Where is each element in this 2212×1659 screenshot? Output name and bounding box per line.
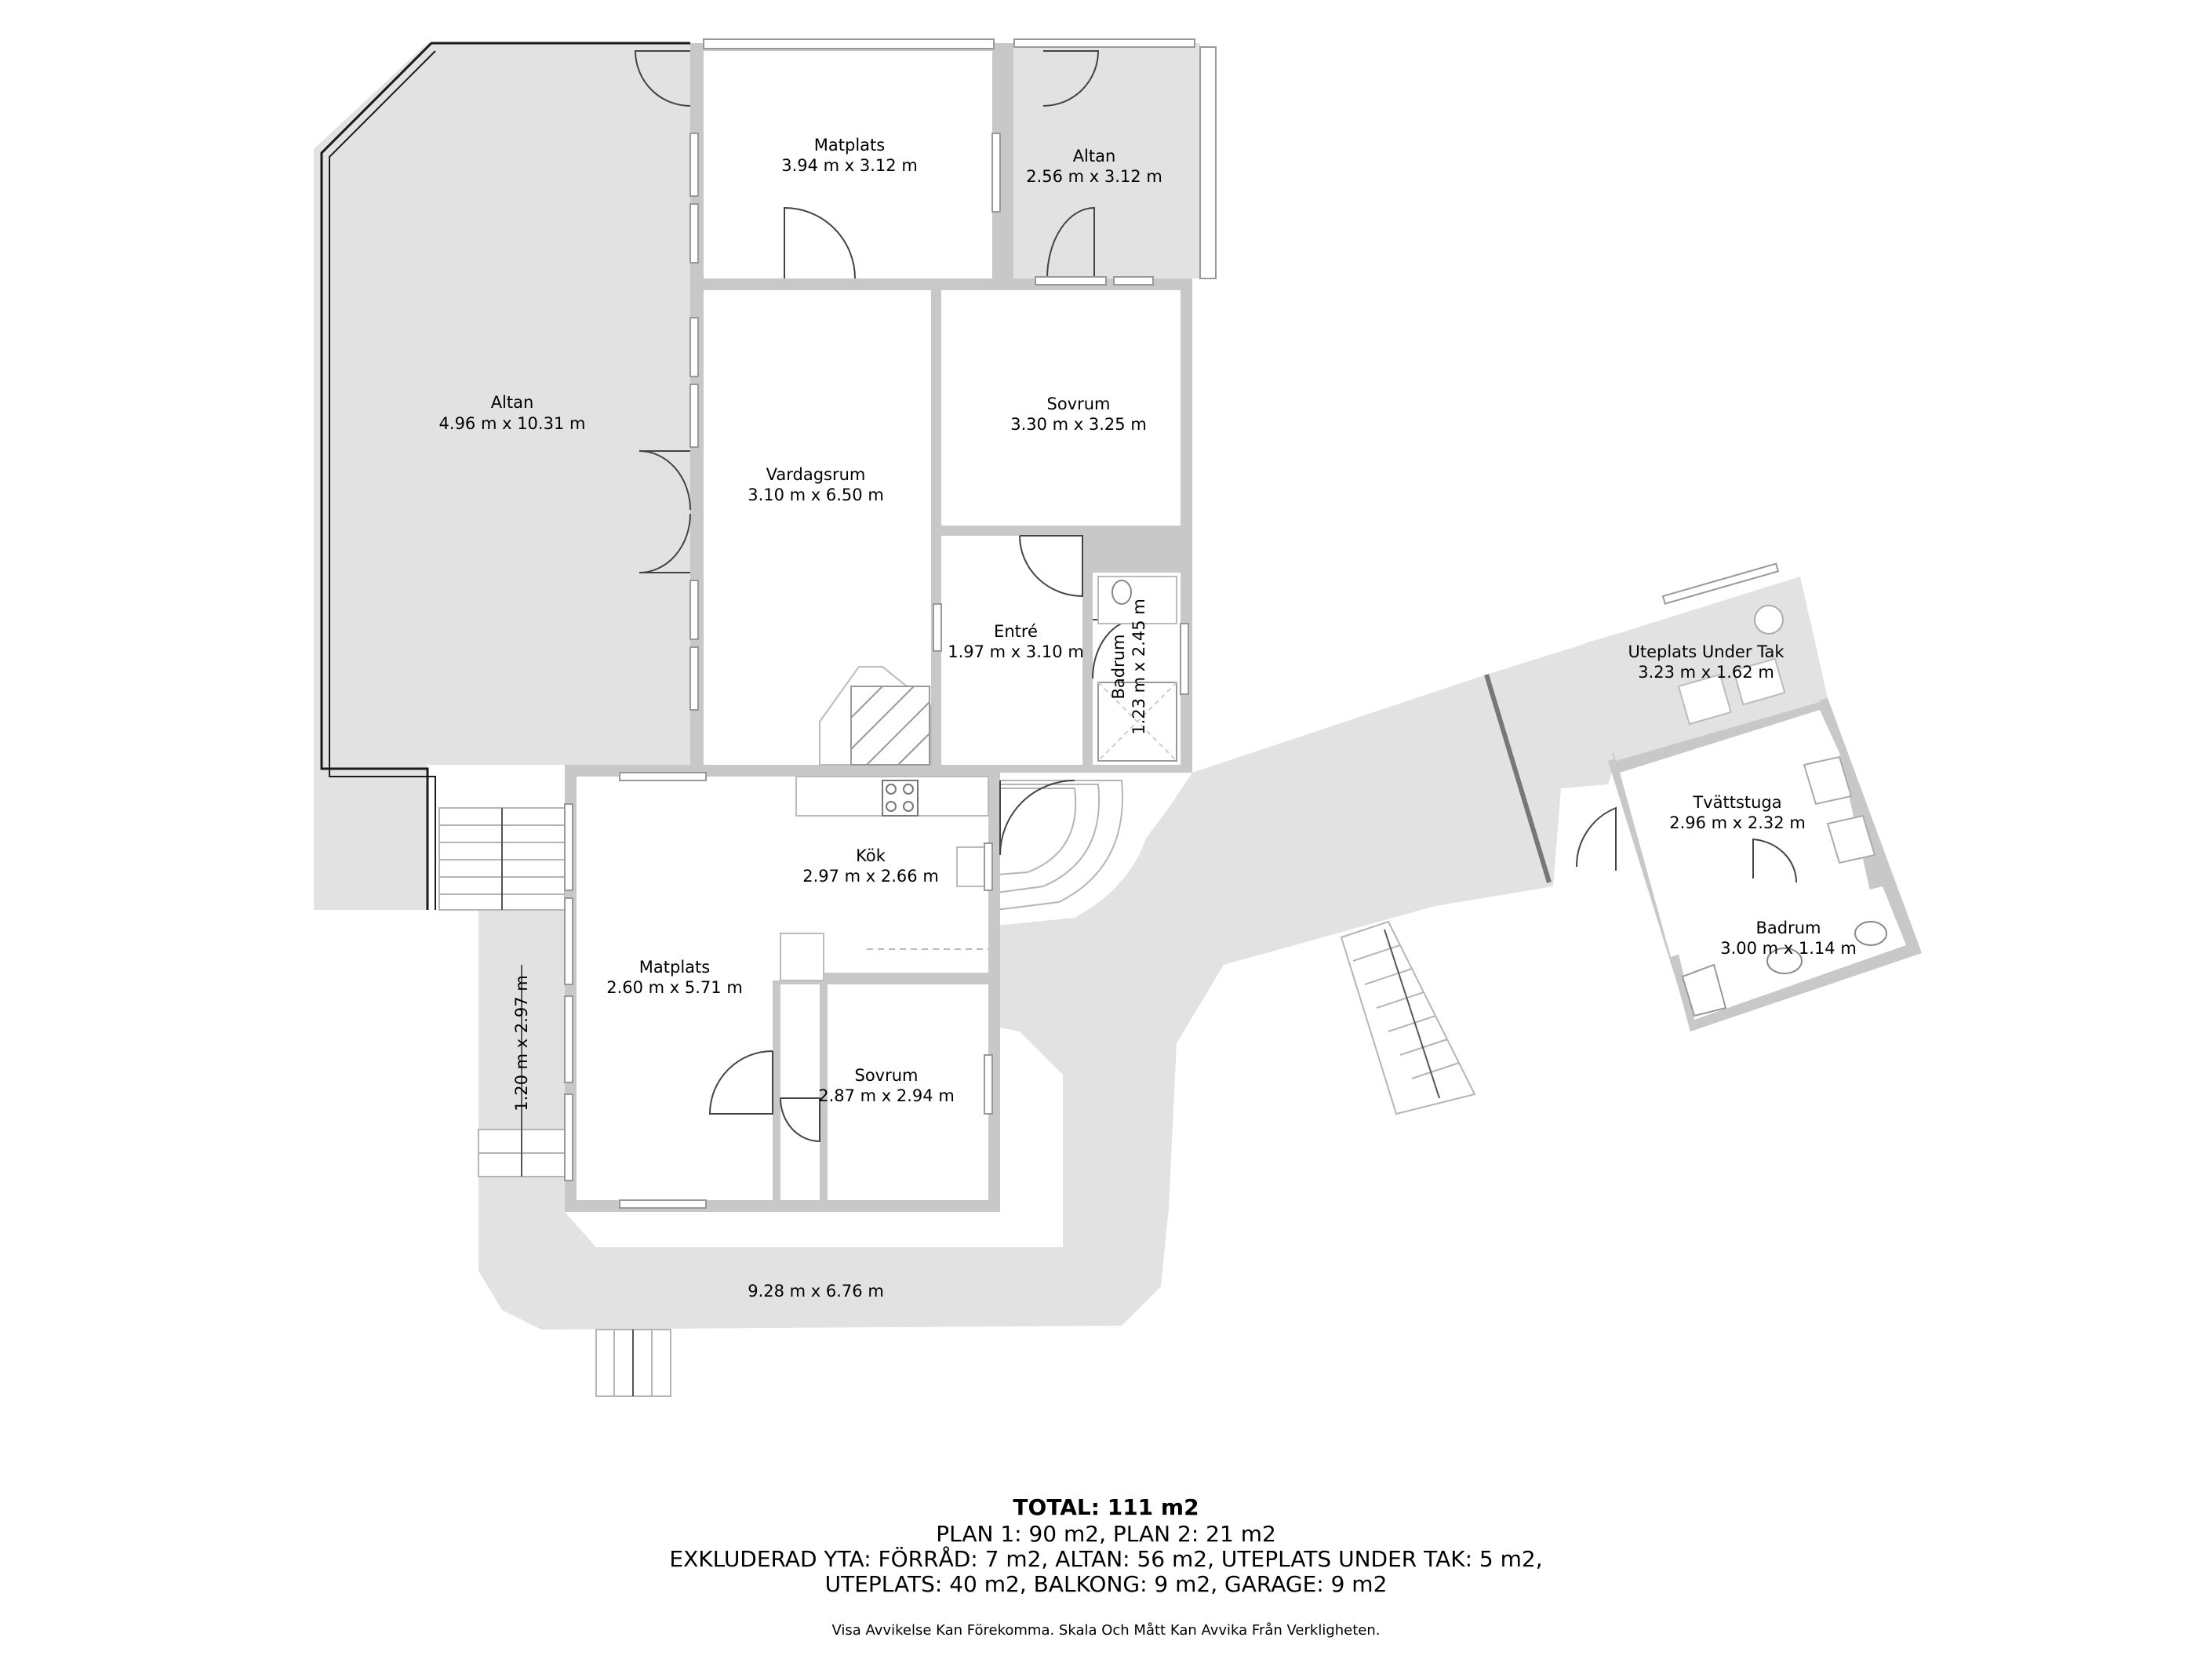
label-tvattstuga-name: Tvättstuga bbox=[1692, 793, 1781, 812]
label-tvattstuga-size: 2.96 m x 2.32 m bbox=[1669, 813, 1806, 832]
label-badrum-small-size: 1.23 m x 2.45 m bbox=[1130, 598, 1148, 735]
label-sovrum-top-name: Sovrum bbox=[1046, 395, 1110, 413]
room-altan-top bbox=[1013, 51, 1194, 278]
room-matplats-bottom bbox=[577, 777, 773, 1200]
label-sovrum-bottom-size: 2.87 m x 2.94 m bbox=[818, 1086, 955, 1105]
label-kok-size: 2.97 m x 2.66 m bbox=[802, 867, 939, 886]
footer-total: TOTAL: 111 m2 bbox=[1013, 1494, 1199, 1520]
altan-left-railing bbox=[320, 42, 690, 910]
label-sovrum-top-size: 3.30 m x 3.25 m bbox=[1010, 415, 1147, 434]
room-matplats-top bbox=[704, 51, 992, 278]
label-altan-left-size: 4.96 m x 10.31 m bbox=[439, 414, 586, 433]
room-sovrum-top bbox=[941, 290, 1181, 526]
label-matplats-bottom-size: 2.60 m x 5.71 m bbox=[606, 978, 743, 997]
label-matplats-top-size: 3.94 m x 3.12 m bbox=[781, 156, 918, 175]
label-yard-size: 9.28 m x 6.76 m bbox=[748, 1282, 884, 1301]
label-uteplats-name: Uteplats Under Tak bbox=[1628, 642, 1785, 661]
label-vardagsrum-size: 3.10 m x 6.50 m bbox=[748, 486, 884, 504]
footer-line-3: UTEPLATS: 40 m2, BALKONG: 9 m2, GARAGE: … bbox=[824, 1571, 1388, 1597]
room-entre bbox=[941, 536, 1082, 765]
stairs-bottom bbox=[595, 1329, 671, 1397]
stairs-left bbox=[438, 807, 566, 911]
labels: Altan 4.96 m x 10.31 m Matplats 3.94 m x… bbox=[439, 136, 1857, 1301]
label-sovrum-bottom-name: Sovrum bbox=[854, 1066, 918, 1085]
footer-line-2: EXKLUDERAD YTA: FÖRRÅD: 7 m2, ALTAN: 56 … bbox=[669, 1546, 1543, 1572]
room-sovrum-bottom bbox=[828, 984, 988, 1200]
label-badrum-right-size: 3.00 m x 1.14 m bbox=[1720, 939, 1857, 958]
label-altan-left-name: Altan bbox=[491, 393, 534, 412]
label-matplats-bottom-name: Matplats bbox=[639, 958, 710, 977]
stairs-right bbox=[1340, 920, 1476, 1115]
footer-line-1: PLAN 1: 90 m2, PLAN 2: 21 m2 bbox=[936, 1521, 1276, 1547]
altan-left-area bbox=[314, 43, 690, 910]
label-uteplats-size: 3.23 m x 1.62 m bbox=[1638, 663, 1774, 682]
label-badrum-right-name: Badrum bbox=[1755, 919, 1821, 937]
uteplats-area bbox=[478, 577, 1828, 1330]
label-badrum-small-name: Badrum bbox=[1109, 634, 1128, 699]
label-altan-top-name: Altan bbox=[1073, 147, 1116, 166]
label-altan-top-size: 2.56 m x 3.12 m bbox=[1026, 167, 1162, 186]
label-entre-name: Entré bbox=[994, 622, 1038, 641]
footer-disclaimer: Visa Avvikelse Kan Förekomma. Skala Och … bbox=[831, 1622, 1381, 1639]
label-kok-name: Kök bbox=[856, 846, 886, 865]
label-vardagsrum-name: Vardagsrum bbox=[766, 465, 866, 484]
label-entre-size: 1.97 m x 3.10 m bbox=[948, 642, 1084, 661]
label-matplats-top-name: Matplats bbox=[814, 136, 885, 155]
label-walkway-size: 1.20 m x 2.97 m bbox=[512, 975, 531, 1111]
